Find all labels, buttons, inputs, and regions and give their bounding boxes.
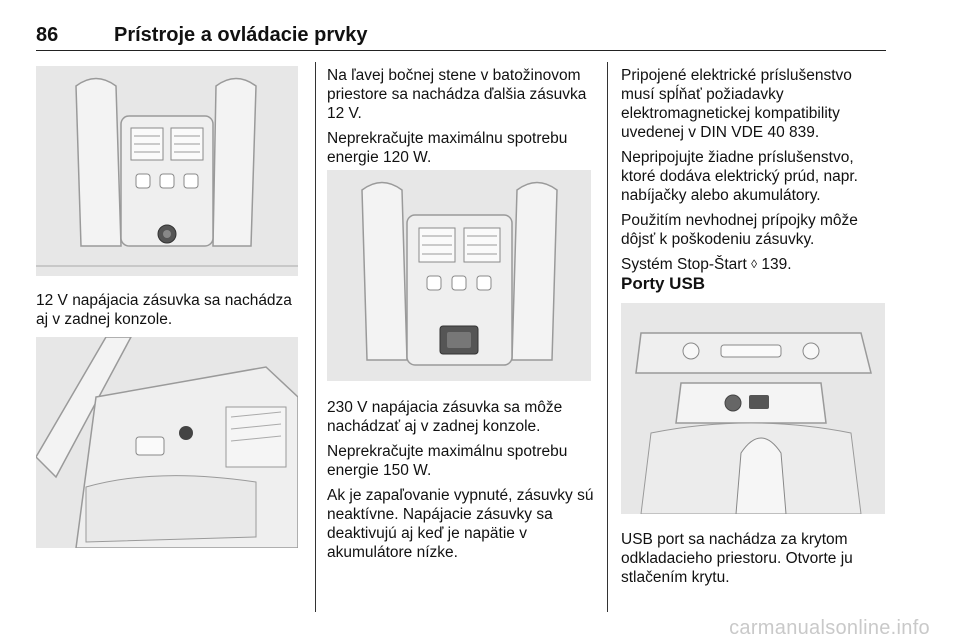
paragraph: Neprekračujte maximálnu spotrebu energie… [327, 130, 568, 166]
paragraph: Na ľavej bočnej stene v batožinovom prie… [327, 67, 587, 122]
column-2-top-text: Na ľavej bočnej stene v batožinovom prie… [327, 66, 602, 173]
caption-text: USB port sa nachádza za krytom odkladaci… [621, 531, 853, 586]
paragraph: 230 V napájacia zásuvka sa môže nachádza… [327, 399, 563, 435]
usb-port-illustration [621, 303, 885, 514]
column-2-bottom-text: 230 V napájacia zásuvka sa môže nachádza… [327, 398, 602, 568]
reference-page[interactable]: 139. [761, 256, 792, 273]
rear-console-230v-illustration [327, 170, 591, 381]
caption-12v-rear-console: 12 V napájacia zásuvka sa nachádza aj v … [36, 291, 301, 335]
header-rule [36, 50, 886, 51]
page-ref-arrow-icon: ◊ [751, 257, 758, 271]
paragraph: Pripojené elektrické príslušenstvo musí … [621, 67, 852, 141]
column-divider [315, 62, 316, 612]
caption-usb-port: USB port sa nachádza za krytom odkladaci… [621, 530, 886, 593]
column-divider [607, 62, 608, 612]
caption-text: 12 V napájacia zásuvka sa nachádza aj v … [36, 292, 292, 328]
page-title: Prístroje a ovládacie prvky [114, 24, 368, 46]
paragraph: Neprekračujte maximálnu spotrebu energie… [327, 443, 568, 479]
page-reference: Systém Stop-Štart ◊ 139. [621, 255, 886, 274]
page-header: 86 Prístroje a ovládacie prvky [36, 18, 886, 51]
cargo-area-socket-illustration [36, 337, 298, 548]
rear-console-12v-illustration [36, 66, 298, 276]
page-number: 86 [36, 24, 59, 46]
section-heading-usb: Porty USB [621, 274, 706, 293]
paragraph: Nepripojujte žiadne príslušenstvo, ktoré… [621, 149, 858, 204]
column-3-top-text: Pripojené elektrické príslušenstvo musí … [621, 66, 886, 280]
paragraph: Ak je zapaľovanie vypnuté, zásuvky sú ne… [327, 487, 594, 561]
watermark: carmanualsonline.info [729, 617, 930, 639]
paragraph: Použitím nevhodnej prípojky môže dôjsť k… [621, 212, 858, 248]
reference-text: Systém Stop-Štart [621, 256, 747, 273]
